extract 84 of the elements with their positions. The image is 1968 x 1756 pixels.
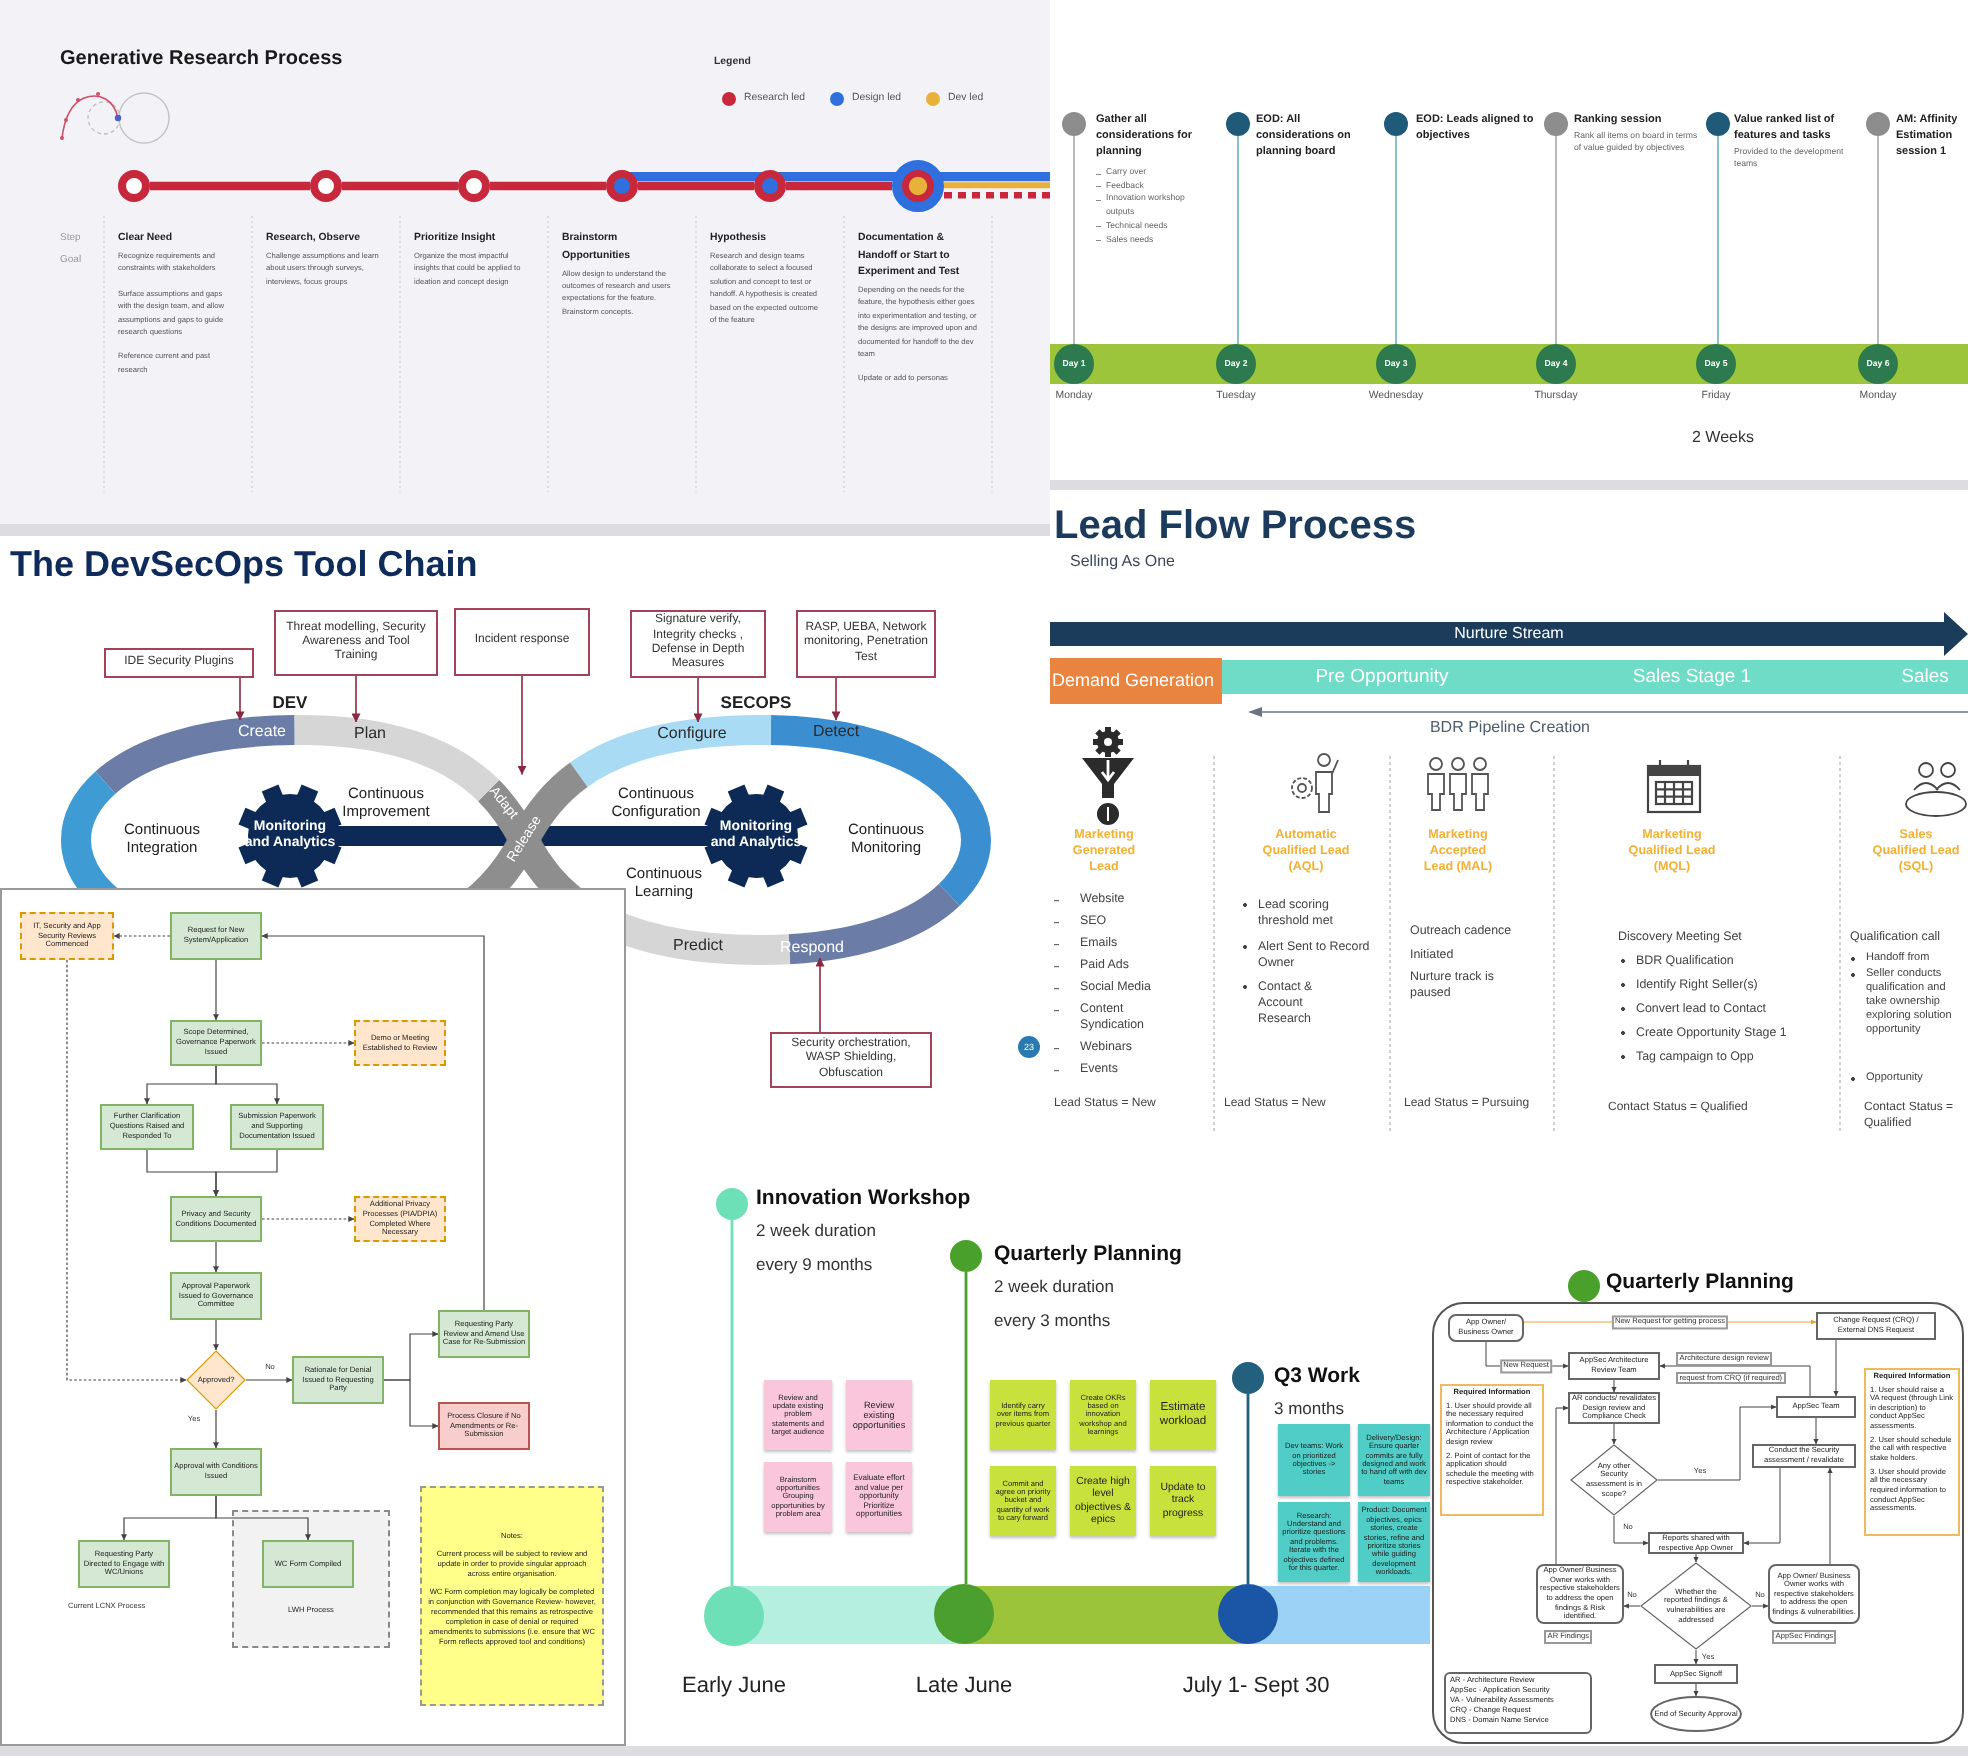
arrow bbox=[383, 1379, 439, 1429]
arrow bbox=[235, 677, 245, 721]
arrow bbox=[1611, 1379, 1617, 1393]
abbreviation-key bbox=[1444, 1672, 1592, 1734]
arrow bbox=[831, 677, 841, 721]
stage-tab: Demand Generation bbox=[1050, 658, 1222, 704]
arrow bbox=[1693, 1553, 1699, 1563]
stage-label: Pre Opportunity bbox=[1313, 666, 1451, 688]
arrow bbox=[1743, 1467, 1781, 1546]
phase-title: Q3 Work bbox=[1274, 1362, 1362, 1392]
loop-title: DEV bbox=[270, 692, 310, 712]
stage-label: Sales Stage 1 bbox=[1630, 666, 1754, 688]
connector-line bbox=[150, 181, 310, 191]
arrow bbox=[1813, 1417, 1819, 1445]
panel-title: The DevSecOps Tool Chain bbox=[10, 544, 480, 586]
arrow bbox=[815, 957, 825, 1033]
arrow bbox=[215, 1495, 311, 1541]
arrow bbox=[215, 1065, 280, 1105]
connector-line bbox=[964, 1272, 968, 1584]
date-label: Late June bbox=[913, 1674, 1015, 1698]
connector-line bbox=[786, 181, 892, 191]
arrow bbox=[1623, 1603, 1641, 1609]
connector-line bbox=[490, 181, 606, 191]
phase-note: 2 week duration bbox=[994, 1274, 1117, 1300]
panel-title: Lead Flow Process bbox=[1054, 504, 1419, 550]
phase-title: Innovation Workshop bbox=[756, 1184, 973, 1214]
arrow bbox=[113, 933, 171, 939]
arrow bbox=[1555, 1405, 1569, 1565]
arrow bbox=[213, 1149, 278, 1197]
stage-label: Sales bbox=[1899, 666, 1951, 688]
connector-line bbox=[1717, 135, 1719, 345]
phase-note: every 3 months bbox=[994, 1308, 1113, 1334]
arrow bbox=[1693, 1683, 1699, 1697]
connector-line bbox=[1246, 1394, 1250, 1584]
info-panel bbox=[1440, 1384, 1544, 1516]
loop-stage-label: Plan bbox=[336, 722, 404, 744]
arrow bbox=[1611, 1423, 1617, 1445]
arrow bbox=[213, 1409, 219, 1449]
arrow bbox=[213, 1319, 219, 1351]
arrow bbox=[1613, 1515, 1649, 1546]
duration-label: 2 Weeks bbox=[1692, 428, 1756, 446]
note-card bbox=[420, 1486, 604, 1706]
date-label: July 1- Sept 30 bbox=[1180, 1674, 1332, 1698]
arrow bbox=[1659, 1363, 1811, 1397]
stage-band bbox=[1222, 660, 1968, 694]
loop-stage-label: Create bbox=[224, 720, 300, 742]
process-group bbox=[232, 1510, 390, 1648]
loop-stage-label: Configure bbox=[644, 722, 740, 744]
connector-line bbox=[1877, 135, 1879, 345]
panel-subtitle: Selling As One bbox=[1070, 552, 1177, 570]
phase-title: Quarterly Planning bbox=[994, 1240, 1184, 1270]
connector-line bbox=[638, 181, 754, 191]
connector-line bbox=[1555, 135, 1557, 345]
arrow bbox=[245, 1377, 293, 1383]
loop-title: SECOPS bbox=[718, 692, 794, 712]
phase-note: 2 week duration bbox=[756, 1218, 879, 1244]
arrow bbox=[1693, 1649, 1699, 1665]
arrow bbox=[351, 675, 361, 723]
arrow bbox=[66, 959, 187, 1383]
arrow bbox=[1827, 1467, 1833, 1565]
arrow bbox=[1657, 1404, 1777, 1481]
phase-title: Quarterly Planning bbox=[1606, 1268, 1796, 1298]
connector-line bbox=[730, 1220, 734, 1586]
connector-line bbox=[1073, 135, 1075, 345]
panel-title: Generative Research Process bbox=[60, 48, 345, 70]
span-label: BDR Pipeline Creation bbox=[1427, 718, 1593, 736]
arrow bbox=[1751, 1603, 1769, 1609]
connector-line bbox=[1395, 135, 1397, 345]
arrow bbox=[261, 1040, 355, 1046]
loop-stage-label: Predict bbox=[660, 934, 736, 956]
arrow bbox=[213, 959, 219, 1021]
diagram-frame bbox=[1432, 1302, 1964, 1744]
arrow bbox=[261, 1216, 355, 1222]
loop-stage-label: Detect bbox=[796, 720, 876, 742]
arrow bbox=[693, 677, 703, 723]
arrow bbox=[213, 1241, 219, 1273]
arrow bbox=[1833, 1339, 1839, 1397]
phase-note: 3 months bbox=[1274, 1396, 1346, 1422]
connector-line bbox=[342, 181, 458, 191]
connector-line bbox=[1237, 135, 1239, 345]
date-label: Early June bbox=[680, 1674, 788, 1698]
arrow bbox=[261, 933, 485, 1311]
info-panel bbox=[1864, 1368, 1960, 1536]
arrow bbox=[517, 675, 527, 776]
